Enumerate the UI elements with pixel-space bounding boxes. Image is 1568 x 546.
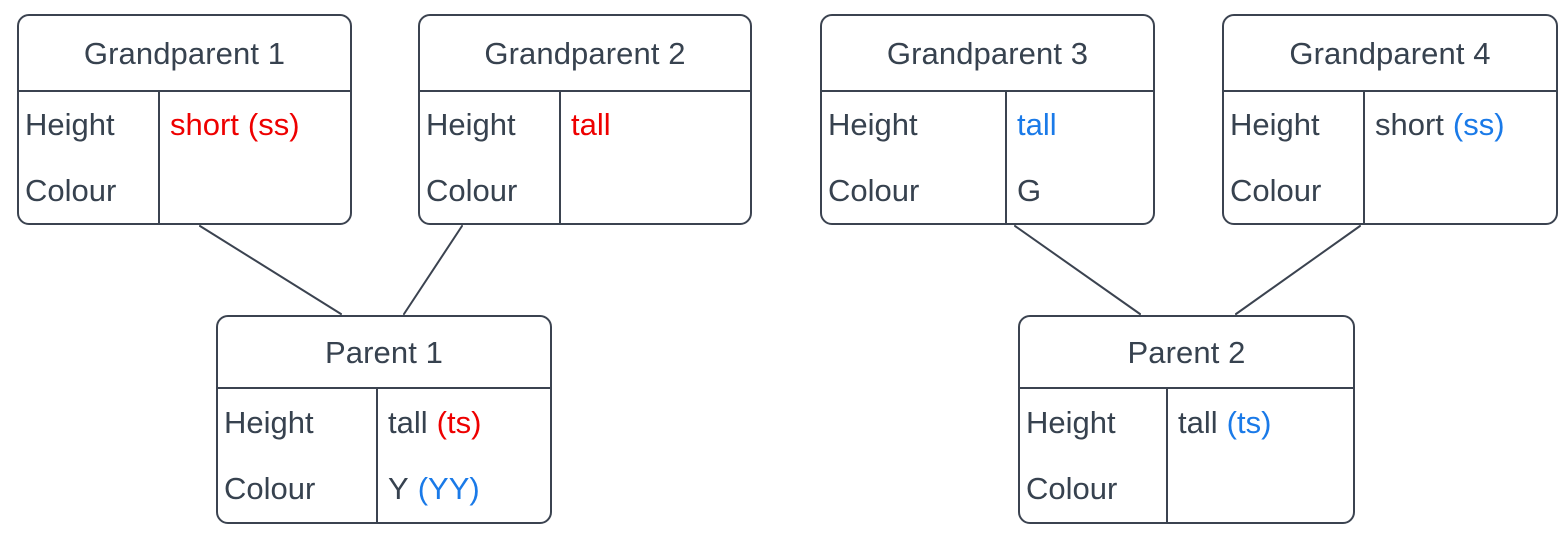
trait-label-height: Height [1224,92,1365,158]
trait-label-colour: Colour [19,157,160,223]
trait-value-height: short(ss) [1365,92,1556,158]
trait-value-height: tall(ts) [1168,389,1353,456]
trait-label-height: Height [1020,389,1168,456]
connector-gp2-to-p1 [403,225,463,315]
trait-token: (ss) [1452,107,1505,143]
node-title: Parent 2 [1020,317,1353,389]
trait-label-colour: Colour [420,157,561,223]
trait-label-colour: Colour [218,455,378,522]
trait-token: short [170,107,239,143]
trait-token: tall [1017,107,1057,143]
trait-value-colour [1365,158,1556,224]
trait-label-colour: Colour [1020,455,1168,522]
node-title: Parent 1 [218,317,550,389]
connector-gp1-to-p1 [199,225,342,315]
node-title: Grandparent 2 [420,16,750,92]
trait-row: Colour G [822,157,1153,224]
trait-value-height: short(ss) [160,92,350,158]
trait-row: Colour [1020,455,1353,523]
trait-label-height: Height [19,92,160,158]
trait-token: tall [571,107,611,143]
trait-row: Colour [19,157,350,224]
trait-token: (YY) [417,471,480,507]
trait-value-colour: G [1007,158,1153,224]
trait-value-height: tall [561,92,750,158]
trait-label-colour: Colour [1224,157,1365,223]
node-title: Grandparent 1 [19,16,350,92]
node-title: Grandparent 3 [822,16,1153,92]
trait-value-colour [1168,456,1353,523]
trait-token: tall [388,404,428,440]
trait-token: G [1017,172,1042,208]
trait-token: tall [1178,404,1218,440]
trait-token: Y [388,471,409,507]
trait-label-height: Height [822,92,1007,158]
trait-value-colour [160,158,350,224]
trait-row: Colour [420,157,750,224]
trait-label-colour: Colour [822,157,1007,223]
trait-label-height: Height [218,389,378,456]
connector-gp4-to-p2 [1235,225,1361,315]
trait-token: short [1375,107,1444,143]
trait-token: (ts) [1226,404,1272,440]
trait-row: Height tall [822,92,1153,158]
connector-gp3-to-p2 [1014,225,1141,315]
trait-row: Colour [1224,157,1556,224]
trait-label-height: Height [420,92,561,158]
trait-token: (ss) [247,107,300,143]
trait-value-height: tall(ts) [378,389,550,456]
trait-row: Height tall [420,92,750,158]
trait-value-height: tall [1007,92,1153,158]
trait-value-colour [561,158,750,224]
node-title: Grandparent 4 [1224,16,1556,92]
trait-value-colour: Y(YY) [378,456,550,523]
trait-token: (ts) [436,404,482,440]
